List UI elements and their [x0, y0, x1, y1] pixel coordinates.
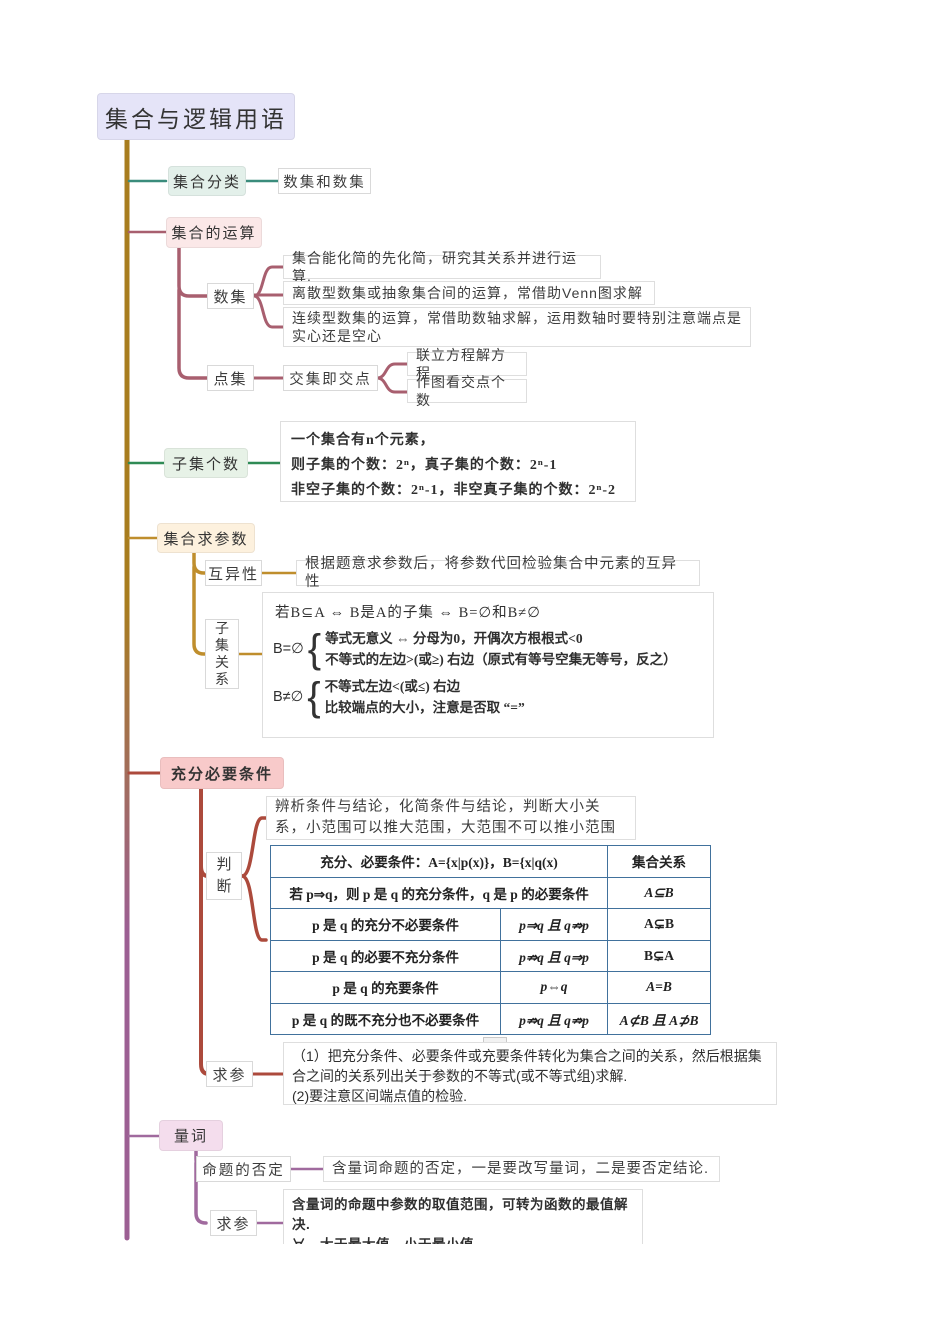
subset-line-1: 一个集合有n个元素，: [291, 433, 435, 448]
note-simplify-first: 集合能化简的先化简，研究其关系并进行运算.: [283, 250, 601, 284]
node-judge: 判断: [206, 852, 242, 900]
branch-set-operations: 集合的运算: [166, 217, 262, 248]
clipped-quantifier-box: 含量词的命题中参数的取值范围，可转为函数的最值解决. ∀⇔大于最大值，小于最小值…: [283, 1189, 645, 1244]
condition-table: 充分、必要条件：A={x|p(x)}，B={x|q(x) 集合关系 若 p⇒q，…: [269, 845, 712, 1035]
table-row: p 是 q 的必要不充分条件 p⇏q 且 q⇒p B⊊A: [270, 939, 712, 972]
branch-quantifiers: 量词: [159, 1120, 223, 1151]
branch-subset-count: 子集个数: [164, 448, 248, 478]
branch-set-classification: 集合分类: [168, 166, 246, 196]
find-parameter-step-2: (2)要注意区间端点值的检验.: [292, 1088, 467, 1104]
note-solve-equations: 联立方程解方程: [407, 347, 527, 381]
quantifier-line-1: 含量词的命题中参数的取值范围，可转为函数的最值解决.: [292, 1197, 628, 1232]
note-negation-rule: 含量词命题的否定，一是要改写量词，二是要否定结论.: [323, 1156, 720, 1182]
node-quantifier-find-parameter: 求参: [210, 1210, 257, 1236]
left-brace-glyph: {: [307, 627, 322, 671]
branch-sufficient-necessary: 充分必要条件: [160, 757, 284, 789]
subset-line-2: 则子集的个数：2ⁿ，真子集的个数：2ⁿ-1: [291, 458, 558, 473]
note-number-line: 连续型数集的运算，常借助数轴求解，运用数轴时要特别注意端点是实心还是空心: [283, 307, 751, 347]
node-point-set: 点集: [207, 365, 254, 391]
table-row: 若 p⇒q，则 p 是 q 的充分条件，q 是 p 的必要条件 A⊆B: [269, 876, 712, 909]
subset-relation-line1: 若B⊆A ⇔ B是A的子集 ⇔ B=∅和B≠∅: [275, 605, 541, 621]
node-find-parameter: 求参: [206, 1061, 253, 1087]
box-subset-relation: 若B⊆A ⇔ B是A的子集 ⇔ B=∅和B≠∅ B=∅ { 等式无意义 ⇔ 分母…: [262, 592, 714, 738]
table-row: p 是 q 的充要条件 p⇔q A=B: [270, 971, 712, 1004]
node-distinctness: 互异性: [205, 560, 262, 586]
table-header-conditions: 充分、必要条件：A={x|p(x)}，B={x|q(x): [269, 845, 609, 878]
note-judge-conditions: 辨析条件与结论，化简条件与结论，判断大小关系，小范围可以推大范围，大范围不可以推…: [266, 796, 636, 840]
node-number-sets: 数集和数集: [278, 168, 371, 194]
quantifier-line-2: ∀⇔大于最大值，小于最小值: [292, 1235, 634, 1244]
box-quantifier-parameter: 含量词的命题中参数的取值范围，可转为函数的最值解决. ∀⇔大于最大值，小于最小值…: [283, 1189, 643, 1244]
subset-line-3: 非空子集的个数：2ⁿ-1，非空真子集的个数：2ⁿ-2: [291, 483, 617, 498]
b-empty-label: B=∅: [273, 641, 304, 657]
b-empty-lines: 等式无意义 ⇔ 分母为0，开偶次方根根式<0 不等式的左边>(或≥) 右边（原式…: [325, 631, 677, 667]
left-brace-glyph: {: [307, 675, 321, 719]
root-node: 集合与逻辑用语: [97, 93, 295, 140]
b-nonempty-lines: 不等式左边<(或≤) 右边 比较端点的大小，注意是否取 “=”: [324, 679, 525, 715]
box-subset-count-formulas: 一个集合有n个元素， 则子集的个数：2ⁿ，真子集的个数：2ⁿ-1 非空子集的个数…: [280, 421, 636, 502]
node-number-set: 数集: [207, 283, 254, 309]
note-distinctness-check: 根据题意求参数后，将参数代回检验集合中元素的互异性: [296, 556, 700, 590]
node-subset-relation: 子集关系: [205, 619, 239, 689]
node-intersection-points: 交集即交点: [283, 365, 378, 391]
note-draw-graph: 作图看交点个数: [407, 374, 527, 408]
b-nonempty-label: B≠∅: [273, 689, 304, 705]
b-nonempty-row: B≠∅ { 不等式左边<(或≤) 右边 比较端点的大小，注意是否取 “=”: [273, 676, 703, 718]
b-empty-row: B=∅ { 等式无意义 ⇔ 分母为0，开偶次方根根式<0 不等式的左边>(或≥)…: [273, 628, 703, 670]
table-header-set-relation: 集合关系: [607, 845, 712, 878]
node-negation-of-proposition: 命题的否定: [196, 1156, 291, 1182]
branch-set-find-parameters: 集合求参数: [157, 523, 255, 553]
find-parameter-step-1: （1）把充分条件、必要条件或充要条件转化为集合之间的关系，然后根据集合之间的关系…: [292, 1048, 762, 1084]
table-row: 充分、必要条件：A={x|p(x)}，B={x|q(x) 集合关系: [269, 845, 712, 878]
note-venn-diagram: 离散型数集或抽象集合间的运算，常借助Venn图求解: [283, 281, 655, 305]
table-row: p 是 q 的充分不必要条件 p⇒q 且 q⇏p A⊊B: [270, 908, 712, 941]
table-row: p 是 q 的既不充分也不必要条件 p⇏q 且 q⇏p A⊄B 且 A⊅B: [270, 1002, 712, 1035]
box-find-parameter-steps: （1）把充分条件、必要条件或充要条件转化为集合之间的关系，然后根据集合之间的关系…: [283, 1042, 777, 1105]
